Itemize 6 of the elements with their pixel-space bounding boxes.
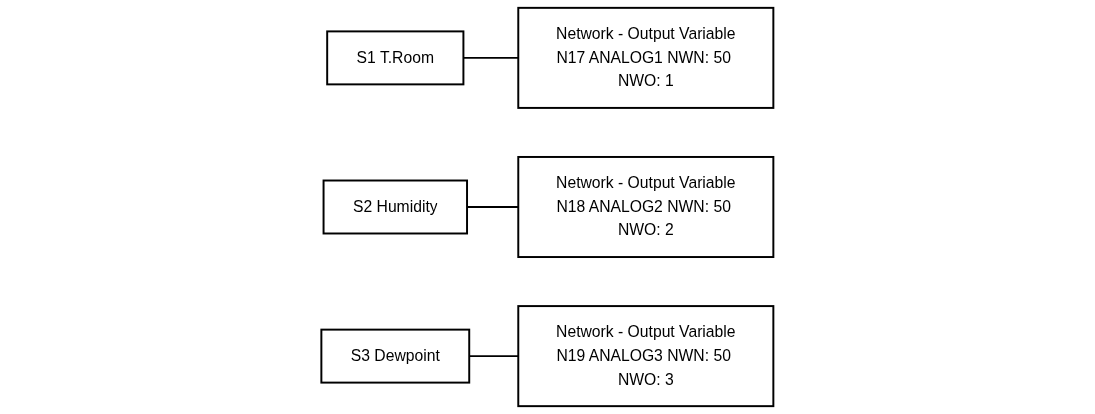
node-box: S3 Dewpoint bbox=[320, 328, 471, 384]
node-box: Network - Output Variable N17 ANALOG1 NWN: 50 NWO: 1 bbox=[517, 6, 775, 109]
node-box: Network - Output Variable N18 ANALOG2 NWN: 50 NWO: 2 bbox=[517, 156, 775, 258]
node-box: Network - Output Variable N19 ANALOG3 NWN: 50 NWO: 3 bbox=[517, 305, 775, 408]
node-box: S2 Humidity bbox=[322, 179, 469, 235]
node-box: S1 T.Room bbox=[326, 30, 465, 86]
